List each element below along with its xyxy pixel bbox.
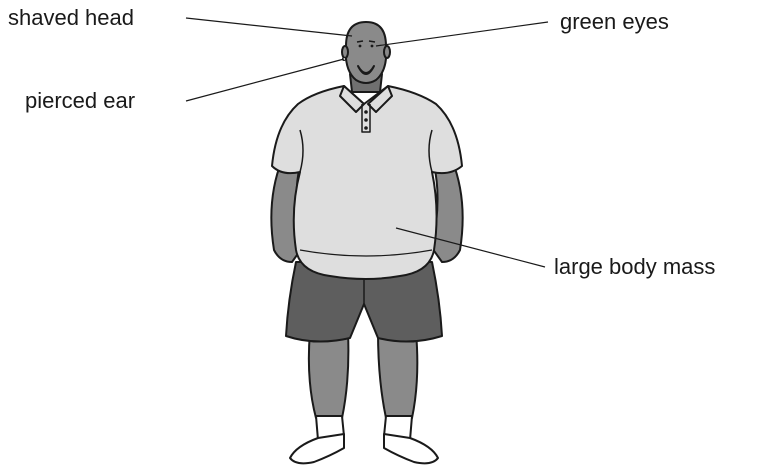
left-leg — [309, 332, 349, 418]
man-figure — [271, 22, 462, 463]
shirt-button-3 — [364, 126, 368, 130]
label-large-body-mass: large body mass — [554, 256, 715, 278]
right-leg — [378, 332, 417, 418]
leader-green-eyes — [376, 22, 548, 46]
label-pierced-ear: pierced ear — [25, 90, 135, 112]
left-ear — [342, 46, 348, 58]
leader-shaved-head — [186, 18, 352, 36]
label-shaved-head: shaved head — [8, 7, 134, 29]
right-eye — [371, 45, 374, 48]
left-shoe — [290, 434, 344, 463]
shirt-button-1 — [364, 110, 368, 114]
shirt-button-2 — [364, 118, 368, 122]
left-eye — [359, 45, 362, 48]
right-shoe — [384, 434, 438, 463]
right-ear — [384, 46, 390, 58]
label-green-eyes: green eyes — [560, 11, 669, 33]
